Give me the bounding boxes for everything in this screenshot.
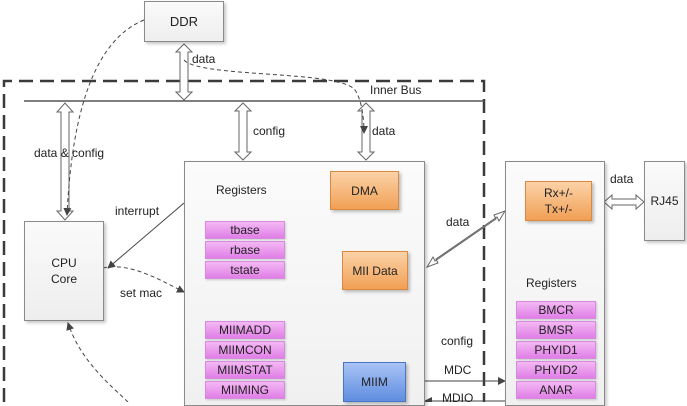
config-label: config xyxy=(253,124,286,138)
register-rbase: rbase xyxy=(205,241,285,259)
phy-rj45-arrow xyxy=(603,193,645,211)
phy-data-label: data xyxy=(446,215,470,229)
interrupt-label: interrupt xyxy=(115,204,160,218)
miim-block: MIIM xyxy=(343,362,406,402)
register-bmcr: BMCR xyxy=(516,301,596,319)
register-miimcon: MIIMCON xyxy=(205,341,285,359)
rj45-label: RJ45 xyxy=(650,194,679,208)
data-config-label: data & config xyxy=(34,146,105,160)
inner-bus-boundary xyxy=(2,79,486,402)
phy-signal-block: Rx+/- Tx+/- xyxy=(525,181,592,221)
ddr-bus-arrow xyxy=(174,43,194,101)
interrupt-arrow xyxy=(107,202,185,269)
rj45-data-label: data xyxy=(610,172,634,186)
phy-config-label: config xyxy=(441,334,474,348)
config-bus-arrow xyxy=(233,102,253,161)
inner-bus-label: Inner Bus xyxy=(370,83,422,97)
register-phyid2: PHYID2 xyxy=(516,361,596,379)
dma-block: DMA xyxy=(330,171,399,210)
rj45-box: RJ45 xyxy=(644,161,685,241)
ddr-box: DDR xyxy=(144,1,224,42)
cpu-bus-arrow xyxy=(55,102,75,221)
ddr-dma-dashed xyxy=(183,59,368,134)
register-miiming: MIIMING xyxy=(205,381,285,399)
register-tstate: tstate xyxy=(205,261,285,279)
tx-signal-label: Tx+/- xyxy=(544,202,573,216)
register-bmsr: BMSR xyxy=(516,321,596,339)
cpu-bottom-dashed xyxy=(66,322,129,402)
mac-registers-title: Registers xyxy=(216,183,267,197)
mdc-label: MDC xyxy=(444,363,472,377)
register-tbase: tbase xyxy=(205,221,285,239)
ddr-cpu-dashed xyxy=(63,19,145,216)
set-mac-label: set mac xyxy=(120,286,163,300)
rx-signal-label: Rx+/- xyxy=(543,186,573,200)
register-anar: ANAR xyxy=(516,381,596,399)
ddr-label: DDR xyxy=(169,13,199,29)
register-phyid1: PHYID1 xyxy=(516,341,596,359)
register-miimstat: MIIMSTAT xyxy=(205,361,285,379)
cpu-label-line2: Core xyxy=(50,272,77,286)
cpu-core-box: CPU Core xyxy=(24,221,104,321)
set-mac-dashed xyxy=(102,266,185,293)
cpu-label-line1: CPU xyxy=(51,256,77,270)
phy-registers-title: Registers xyxy=(526,276,577,290)
ddr-data-label: data xyxy=(192,52,216,66)
bus-data-label: data xyxy=(372,124,396,138)
register-miimadd: MIIMADD xyxy=(205,321,285,339)
mii-data-block: MII Data xyxy=(342,251,408,290)
mdio-label: MDIO xyxy=(442,391,474,405)
